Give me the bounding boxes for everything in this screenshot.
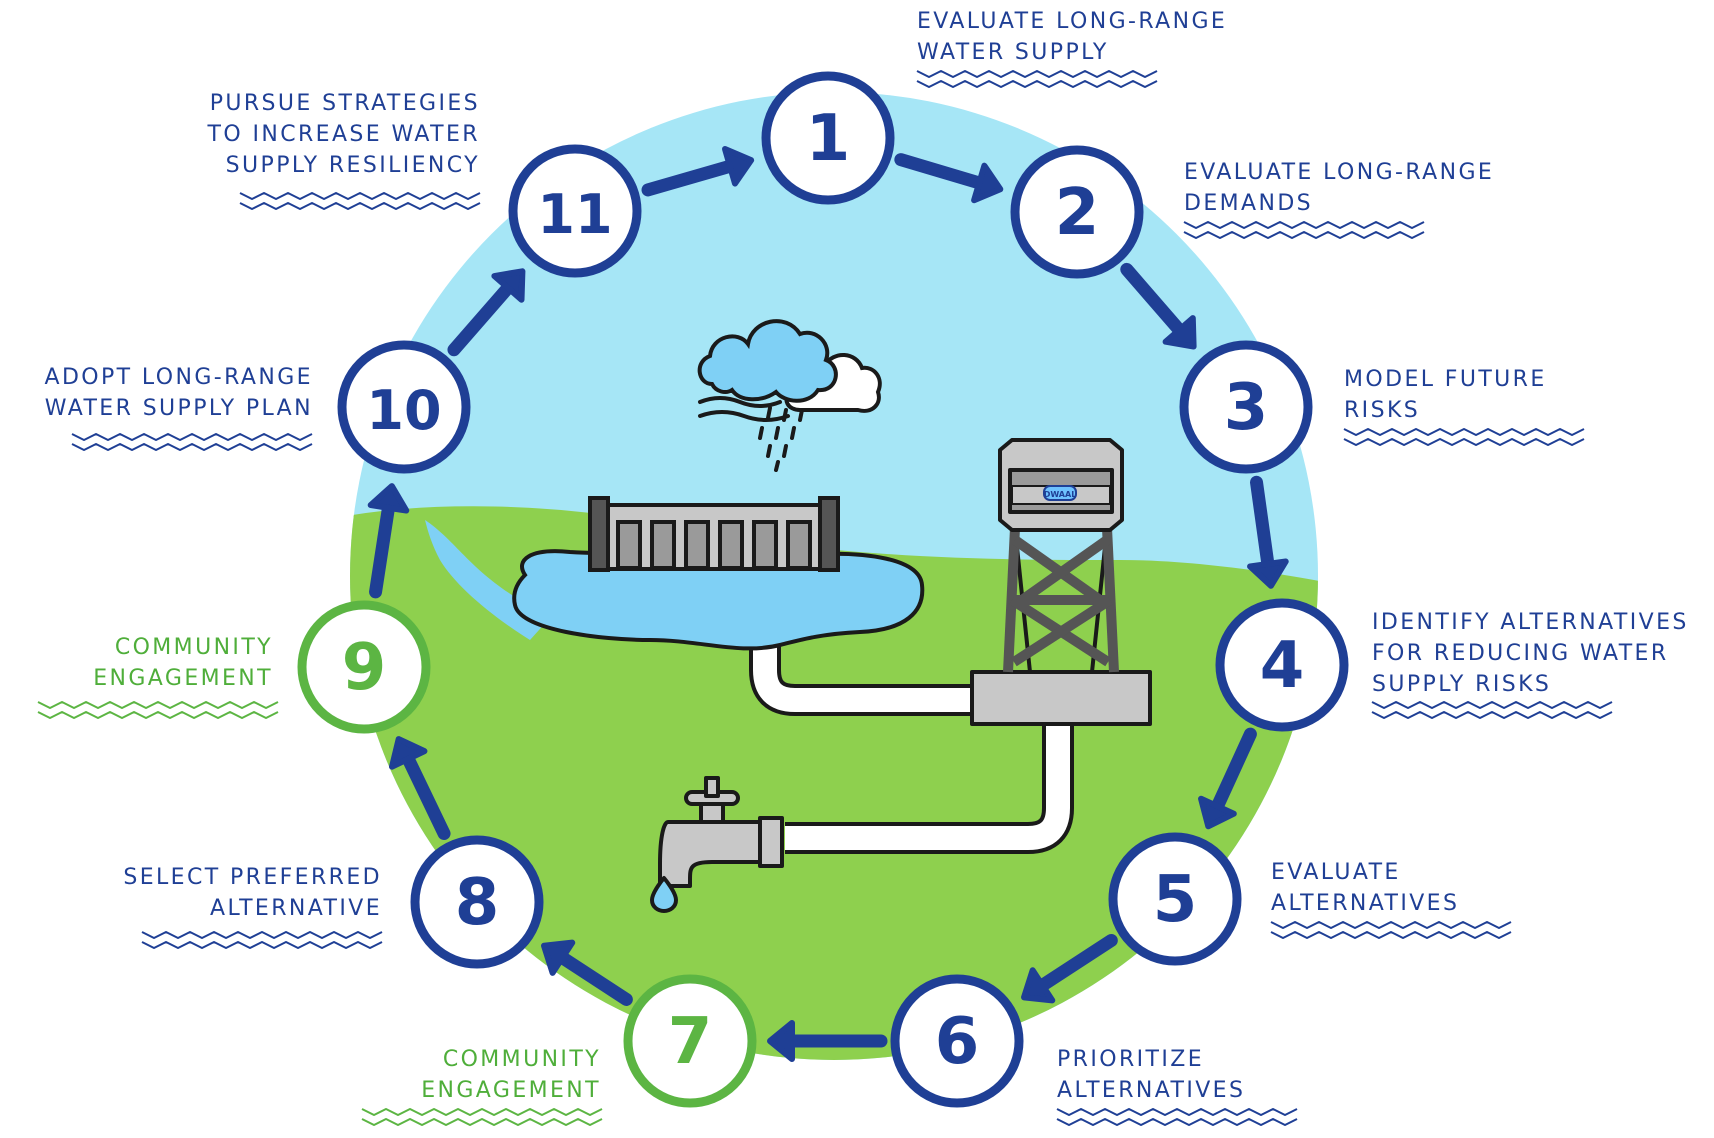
step-11-circle: 11 (508, 144, 642, 278)
step-1-label-line: EVALUATE LONG-RANGE (917, 9, 1228, 34)
step-11-label: PURSUE STRATEGIES TO INCREASE WATER SUPP… (150, 88, 480, 181)
step-5-label-line: EVALUATE (1271, 860, 1401, 885)
tower-badge (1043, 485, 1077, 501)
step-6-number: 6 (935, 1005, 980, 1079)
cycle-arrows (367, 145, 1289, 1062)
step-11-number: 11 (537, 183, 612, 246)
step-8-label-line: ALTERNATIVE (210, 896, 382, 921)
step-11-label-line: SUPPLY RESILIENCY (225, 153, 480, 178)
step-3-circle: 3 (1179, 340, 1313, 474)
pipe-icon (749, 620, 1074, 854)
wave-underline-icon (1343, 428, 1585, 446)
step-5-number: 5 (1153, 863, 1198, 937)
tower-badge-text: DWAAL (1044, 490, 1077, 499)
arrow-icon (641, 145, 755, 197)
step-8-label-line: SELECT PREFERRED (123, 865, 382, 890)
wave-underline-icon (361, 1108, 603, 1126)
step-9-number: 9 (342, 631, 387, 705)
step-10-label-line: WATER SUPPLY PLAN (44, 396, 313, 421)
step-6-label-line: PRIORITIZE (1057, 1047, 1205, 1072)
arrow-icon (388, 736, 451, 841)
step-7-circle: 7 (623, 974, 757, 1108)
wave-underline-icon (1056, 1108, 1298, 1126)
dam-icon (588, 496, 840, 572)
step-3-label-line: RISKS (1344, 398, 1421, 423)
step-8-circle: 8 (410, 835, 544, 969)
step-3-label-line: MODEL FUTURE (1344, 367, 1547, 392)
step-9-circle: 9 (297, 600, 431, 734)
label-underlines (37, 70, 1613, 1126)
step-circles: 1 2 3 4 5 6 7 8 9 10 11 (297, 71, 1349, 1108)
step-4-label: IDENTIFY ALTERNATIVES FOR REDUCING WATER… (1372, 607, 1689, 700)
step-3-number: 3 (1224, 371, 1269, 445)
arrow-icon (1120, 262, 1197, 350)
arrow-icon (1198, 727, 1257, 830)
wave-underline-icon (1270, 921, 1512, 939)
step-9-label-line: COMMUNITY (114, 635, 273, 660)
step-4-label-line: FOR REDUCING WATER (1372, 641, 1669, 666)
step-11-label-line: PURSUE STRATEGIES (209, 91, 480, 116)
step-10-number: 10 (366, 379, 441, 442)
arrow-icon (767, 1020, 888, 1062)
wave-underline-icon (141, 931, 383, 949)
arrow-icon (1021, 933, 1118, 1004)
step-5-label: EVALUATE ALTERNATIVES (1271, 857, 1459, 919)
step-9-label-line: ENGAGEMENT (93, 666, 273, 691)
step-10-circle: 10 (337, 340, 471, 474)
step-5-circle: 5 (1108, 832, 1242, 966)
step-1-circle: 1 (761, 71, 895, 205)
step-6-label: PRIORITIZE ALTERNATIVES (1057, 1044, 1245, 1106)
step-7-number: 7 (668, 1005, 713, 1079)
step-2-number: 2 (1055, 176, 1100, 250)
arrow-icon (1247, 475, 1289, 589)
arrow-icon (540, 939, 633, 1006)
step-7-label: COMMUNITY ENGAGEMENT (378, 1044, 601, 1106)
step-10-label: ADOPT LONG-RANGE WATER SUPPLY PLAN (6, 362, 313, 424)
step-5-label-line: ALTERNATIVES (1271, 891, 1460, 916)
step-4-circle: 4 (1215, 598, 1349, 732)
faucet-icon (650, 776, 784, 913)
rain-cloud-icon (697, 319, 882, 472)
step-7-label-line: COMMUNITY (442, 1047, 601, 1072)
arrow-icon (894, 153, 1004, 204)
arrow-icon (447, 268, 526, 357)
wave-underline-icon (916, 70, 1158, 88)
step-6-circle: 6 (890, 974, 1024, 1108)
step-1-label-line: WATER SUPPLY (917, 40, 1109, 65)
step-1-label: EVALUATE LONG-RANGE WATER SUPPLY (917, 6, 1227, 68)
step-7-label-line: ENGAGEMENT (421, 1078, 601, 1103)
step-2-label-line: EVALUATE LONG-RANGE (1184, 160, 1495, 185)
step-11-label-line: TO INCREASE WATER (207, 122, 480, 147)
step-2-label: EVALUATE LONG-RANGE DEMANDS (1184, 157, 1494, 219)
step-8-label: SELECT PREFERRED ALTERNATIVE (82, 862, 382, 924)
step-4-label-line: IDENTIFY ALTERNATIVES (1372, 610, 1689, 635)
step-3-label: MODEL FUTURE RISKS (1344, 364, 1547, 426)
wave-underline-icon (1183, 221, 1425, 239)
step-2-circle: 2 (1010, 145, 1144, 279)
step-6-label-line: ALTERNATIVES (1057, 1078, 1246, 1103)
wave-underline-icon (71, 433, 313, 451)
water-drop-icon (650, 876, 678, 913)
arrow-icon (367, 483, 410, 599)
step-2-label-line: DEMANDS (1184, 191, 1314, 216)
step-10-label-line: ADOPT LONG-RANGE (44, 365, 313, 390)
step-9-label: COMMUNITY ENGAGEMENT (40, 632, 273, 694)
step-8-number: 8 (455, 866, 500, 940)
wave-underline-icon (1371, 701, 1613, 719)
wave-underline-icon (37, 701, 279, 719)
water-tower-icon: DWAAL (970, 438, 1152, 726)
step-4-number: 4 (1260, 629, 1305, 703)
step-4-label-line: SUPPLY RISKS (1372, 672, 1552, 697)
wave-underline-icon (239, 192, 481, 210)
step-1-number: 1 (806, 102, 851, 176)
